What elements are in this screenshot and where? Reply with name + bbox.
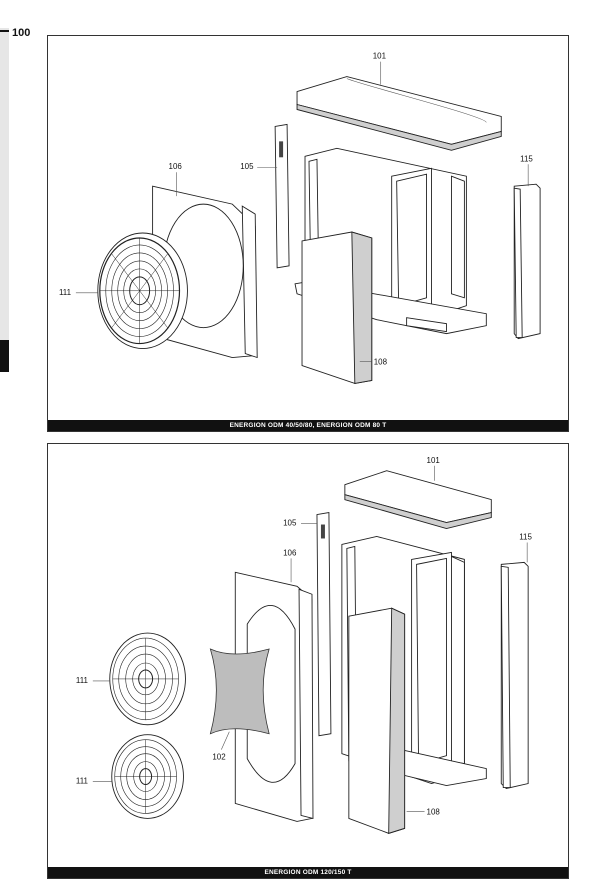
panel-caption: ENERGION ODM 120/150 T <box>48 867 568 878</box>
part-102-divider-plate <box>209 648 270 735</box>
page-side-strip <box>0 28 9 348</box>
callout-101: 101 <box>373 52 387 61</box>
callout-101: 101 <box>427 456 441 465</box>
part-111-fan-grille-upper <box>109 632 186 726</box>
part-105-side-strip <box>316 512 332 737</box>
part-111-fan-grille-lower <box>111 734 184 819</box>
part-108-front-corner-panel <box>301 231 373 384</box>
part-115-side-panel <box>500 561 529 790</box>
callout-111: 111 <box>59 288 72 297</box>
page-number-marker <box>0 30 9 32</box>
part-111-fan-grille <box>97 232 188 350</box>
exploded-view-panel-small-units: 101 105 106 115 111 108 ENERGION ODM 40/… <box>47 35 569 432</box>
part-106-fan-panel <box>152 185 258 359</box>
exploded-view-diagram-small: 101 105 106 115 111 108 <box>59 52 541 384</box>
callout-105: 105 <box>240 162 254 171</box>
callout-111-lower: 111 <box>76 777 89 786</box>
callout-106: 106 <box>283 548 297 557</box>
section-tab-marker <box>0 340 9 372</box>
callout-105: 105 <box>283 519 297 528</box>
callout-115: 115 <box>519 532 532 541</box>
part-115-side-panel <box>513 183 541 340</box>
callout-111-upper: 111 <box>76 676 89 685</box>
part-101-top-cover <box>344 470 492 529</box>
page-number: 100 <box>12 27 31 39</box>
callout-102: 102 <box>212 753 226 762</box>
exploded-view-panel-large-units: 101 105 106 115 111 111 102 108 ENERGION… <box>47 443 569 879</box>
callout-115: 115 <box>520 154 533 163</box>
part-105-side-strip <box>274 123 290 269</box>
panel-caption: ENERGION ODM 40/50/80, ENERGION ODM 80 T <box>48 420 568 431</box>
exploded-view-diagram-large: 101 105 106 115 111 111 102 108 <box>76 456 532 834</box>
callout-108: 108 <box>427 807 441 816</box>
callout-108: 108 <box>374 357 388 366</box>
part-108-front-corner-panel <box>348 607 406 834</box>
callout-106: 106 <box>169 162 183 171</box>
part-106-fan-panel <box>234 571 314 822</box>
part-101-top-cover <box>296 76 502 151</box>
